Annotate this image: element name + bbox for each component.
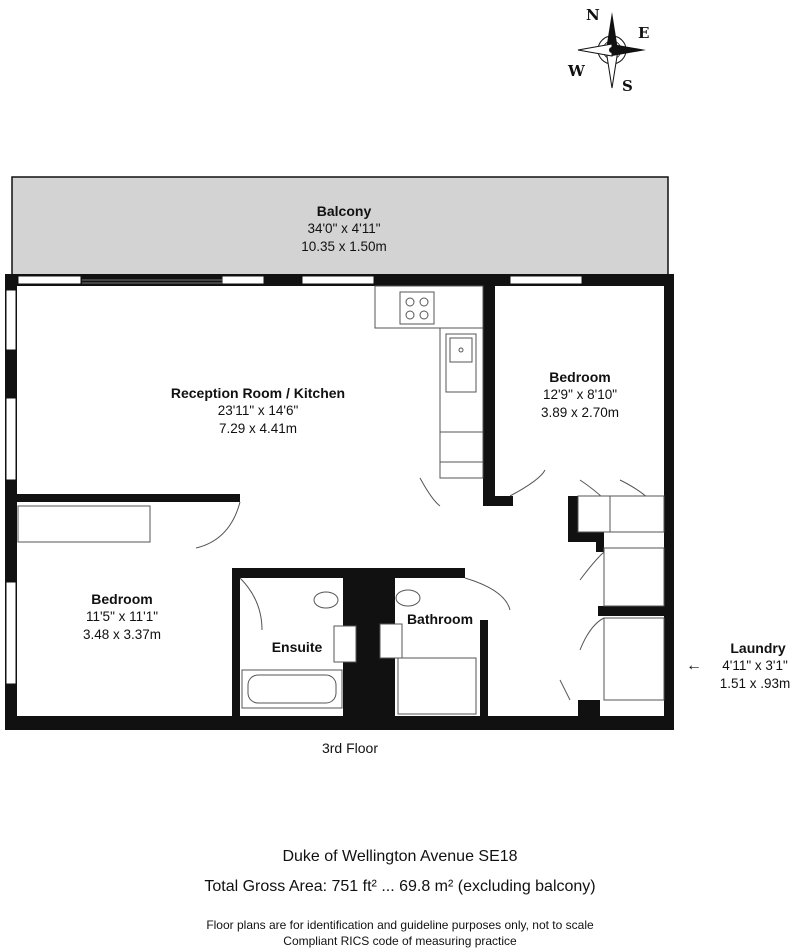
interior-walls (12, 284, 666, 718)
windows (5, 275, 583, 685)
bedroom-right-name: Bedroom (549, 369, 611, 385)
bathroom-name: Bathroom (406, 611, 474, 627)
total-area-line: Total Gross Area: 751 ft² ... 69.8 m² (e… (204, 878, 596, 895)
laundry-imperial: 4'11" x 3'1" (722, 658, 788, 673)
bedroom-left-imperial: 11'5" x 11'1" (85, 609, 159, 624)
address-line: Duke of Wellington Avenue SE18 (282, 848, 518, 865)
reception-name: Reception Room / Kitchen (170, 385, 346, 401)
bedroom-left-metric: 3.48 x 3.37m (82, 627, 162, 642)
balcony-imperial: 34'0" x 4'11" (307, 221, 381, 236)
compass-east-label: E (638, 24, 650, 42)
laundry-arrow-icon: ← (686, 657, 702, 674)
disclaimer-line-1: Floor plans are for identification and g… (206, 918, 594, 932)
compass-rose (577, 12, 646, 89)
floor-label: 3rd Floor (321, 740, 379, 756)
reception-metric: 7.29 x 4.41m (218, 421, 298, 436)
bathroom-fixtures (379, 589, 477, 715)
balcony-name: Balcony (316, 203, 372, 219)
disclaimer-line-2: Compliant RICS code of measuring practic… (283, 934, 517, 948)
bedroom-left-name: Bedroom (91, 591, 153, 607)
laundry-cupboards (603, 547, 665, 701)
sliding-door (82, 279, 222, 284)
door-swings (195, 469, 651, 701)
wardrobe-left (17, 505, 151, 543)
bedroom-right-imperial: 12'9" x 8'10" (542, 387, 618, 402)
wardrobe-right (577, 495, 665, 533)
balcony-metric: 10.35 x 1.50m (301, 239, 387, 254)
ensuite-fixtures (241, 591, 357, 709)
compass-south-label: S (622, 77, 633, 95)
kitchen-units (374, 285, 484, 479)
bedroom-right-metric: 3.89 x 2.70m (540, 405, 620, 420)
ensuite-name: Ensuite (271, 639, 323, 655)
compass-west-label: W (568, 62, 585, 80)
reception-imperial: 23'11" x 14'6" (217, 403, 299, 418)
laundry-name: Laundry (730, 640, 786, 656)
laundry-metric: 1.51 x .93m (719, 676, 791, 691)
compass-north-label: N (586, 6, 600, 24)
